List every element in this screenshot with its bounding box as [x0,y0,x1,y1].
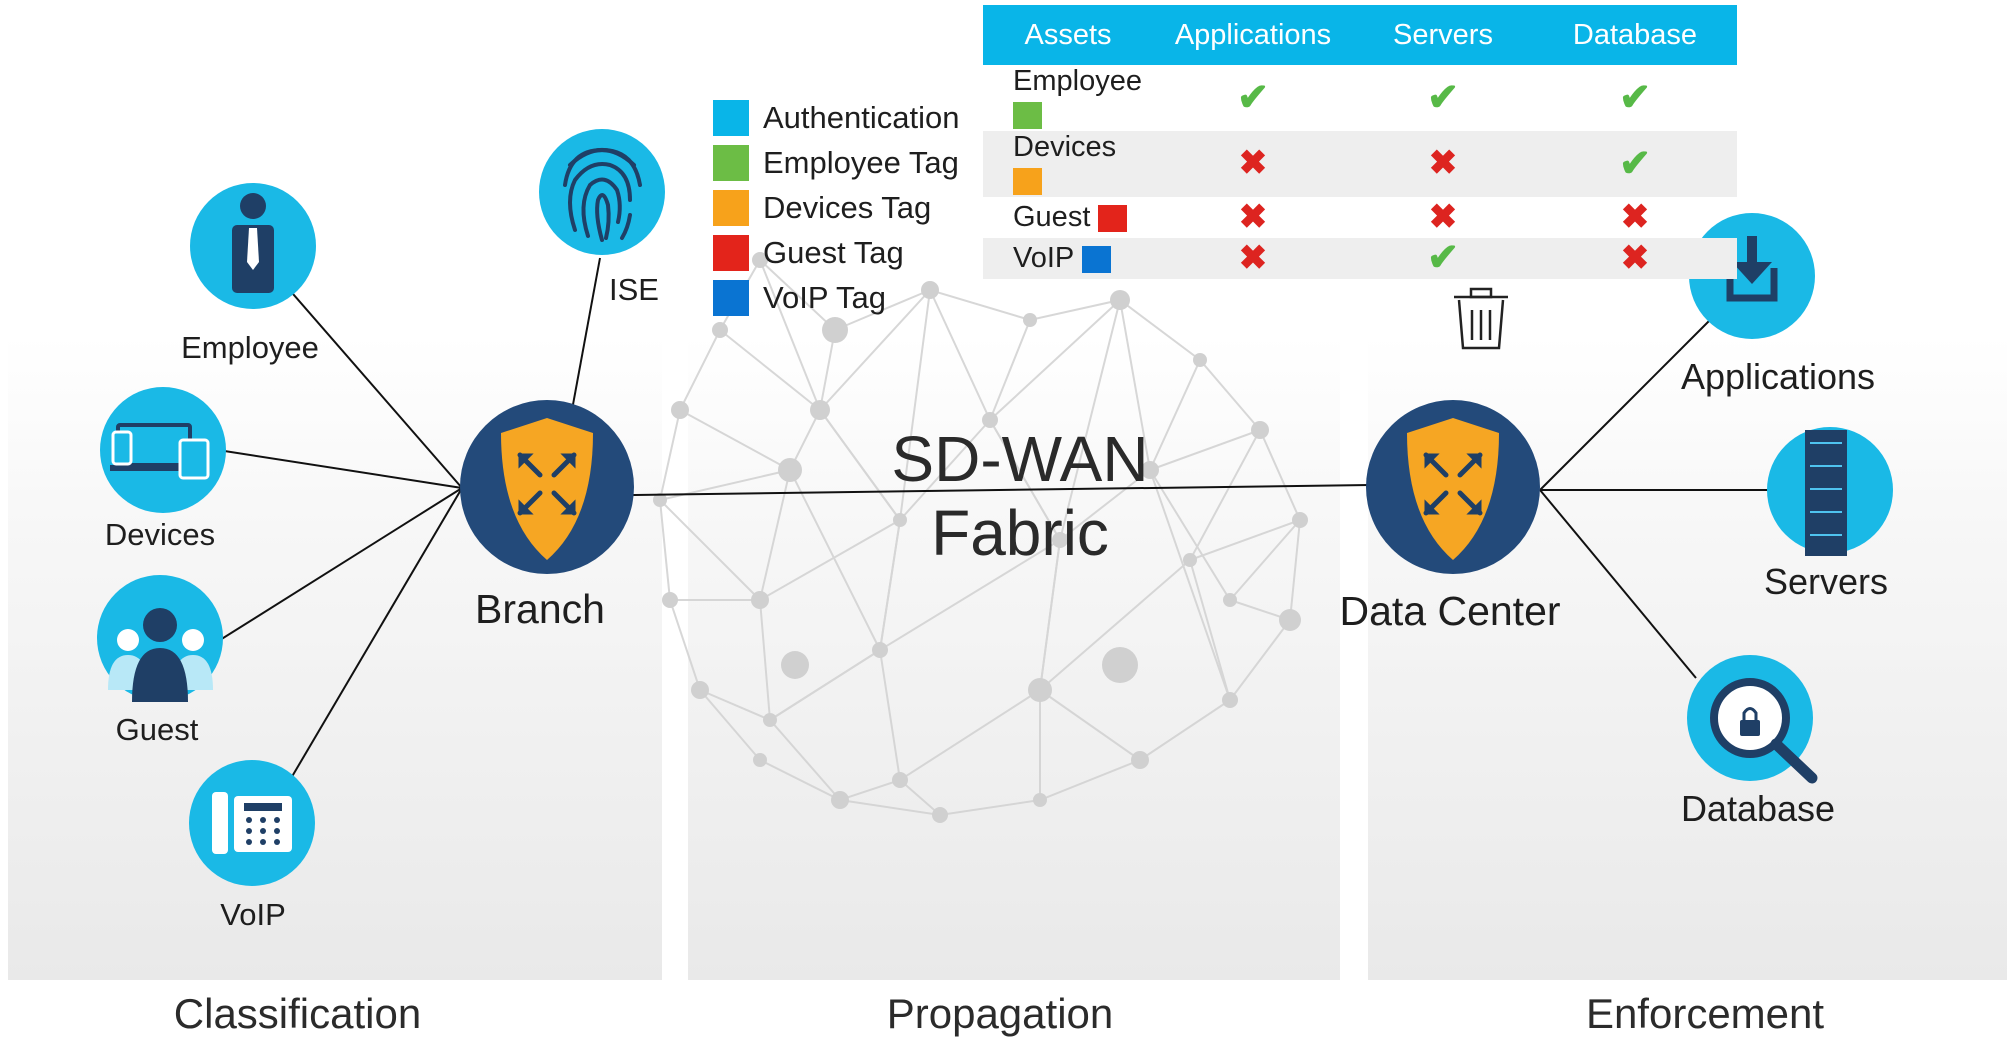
phone-icon [189,760,315,886]
deny-cross-icon: ✖ [1428,197,1458,236]
access-cell: ✔ [1533,65,1737,131]
legend-item-authentication: Authentication [713,95,959,140]
row-name: Guest [1013,201,1091,233]
access-cell: ✖ [1353,197,1533,238]
legend-label: VoIP Tag [763,279,886,315]
router-shield-icon-branch [460,400,634,574]
allow-check-icon: ✔ [1619,76,1651,119]
zone-enforcement-label: Enforcement [1585,990,1825,1037]
matrix-header-applications: Applications [1153,5,1353,65]
branch-label: Branch [475,586,605,632]
server-icon [1767,427,1893,556]
row-name: Devices [1013,131,1117,163]
voip-label: VoIP [220,897,286,932]
access-cell: ✖ [1533,238,1737,279]
matrix-header-database: Database [1533,5,1737,65]
legend-swatch [713,99,749,136]
zone-classification-label: Classification [173,990,422,1037]
fingerprint-icon [539,129,665,255]
matrix-row-devices: Devices ✖ ✖ ✔ [983,131,1737,197]
legend-swatch [713,234,749,271]
tag-legend: Authentication Employee Tag Devices Tag … [713,95,959,320]
legend-label: Devices Tag [763,189,932,225]
trash-icon [1454,287,1508,350]
allow-check-icon: ✔ [1427,76,1459,119]
guest-icon [97,575,223,702]
matrix-header-assets: Assets [983,5,1153,65]
legend-label: Employee Tag [763,144,959,180]
devices-label: Devices [104,517,216,552]
matrix-row-label: Devices [983,131,1153,197]
matrix-row-voip: VoIP ✖ ✔ ✖ [983,238,1737,279]
policy-matrix: Assets Applications Servers Database Emp… [983,5,1737,279]
legend-item-employee-tag: Employee Tag [713,140,959,185]
access-cell: ✖ [1353,131,1533,197]
ise-label: ISE [609,272,659,307]
access-cell: ✔ [1153,65,1353,131]
legend-item-devices-tag: Devices Tag [713,185,959,230]
datacenter-label: Data Center [1339,588,1561,634]
tag-swatch [1081,245,1111,273]
matrix-row-guest: Guest ✖ ✖ ✖ [983,197,1737,238]
fabric-line1: SD-WAN [891,423,1149,495]
legend-label: Authentication [763,99,960,135]
access-cell: ✖ [1153,238,1353,279]
matrix-row-label: Guest [983,197,1153,238]
employee-label: Employee [181,330,319,365]
matrix-row-label: VoIP [983,238,1153,279]
matrix-row-employee: Employee ✔ ✔ ✔ [983,65,1737,131]
fabric-nodes [653,252,1308,823]
fabric-line2: Fabric [931,497,1109,569]
row-name: Employee [1013,65,1142,97]
deny-cross-icon: ✖ [1238,238,1268,277]
deny-cross-icon: ✖ [1238,197,1268,236]
access-cell: ✖ [1533,197,1737,238]
row-name: VoIP [1013,242,1074,274]
servers-label: Servers [1763,561,1889,602]
legend-swatch [713,189,749,226]
router-shield-icon-datacenter [1366,400,1540,574]
access-cell: ✔ [1353,65,1533,131]
matrix-header-servers: Servers [1353,5,1533,65]
tag-swatch [1013,101,1042,129]
zone-propagation-label: Propagation [886,990,1114,1037]
applications-label: Applications [1680,356,1876,397]
legend-item-voip-tag: VoIP Tag [713,275,959,320]
devices-icon [100,387,226,513]
tag-swatch [1013,167,1042,195]
matrix-row-label: Employee [983,65,1153,131]
access-cell: ✖ [1153,131,1353,197]
database-search-icon [1687,655,1818,784]
employee-icon [190,183,316,309]
deny-cross-icon: ✖ [1620,197,1650,236]
legend-label: Guest Tag [763,234,904,270]
tag-swatch [1098,204,1128,232]
deny-cross-icon: ✖ [1620,238,1650,277]
deny-cross-icon: ✖ [1238,144,1268,182]
access-cell: ✔ [1533,131,1737,197]
allow-check-icon: ✔ [1237,76,1269,119]
matrix-header-row: Assets Applications Servers Database [983,5,1737,65]
allow-check-icon: ✔ [1427,237,1459,279]
guest-label: Guest [115,712,199,747]
deny-cross-icon: ✖ [1428,144,1458,182]
allow-check-icon: ✔ [1619,142,1651,185]
database-label: Database [1680,788,1836,829]
access-cell: ✔ [1353,238,1533,279]
legend-item-guest-tag: Guest Tag [713,230,959,275]
legend-swatch [713,144,749,181]
legend-swatch [713,279,749,316]
access-cell: ✖ [1153,197,1353,238]
sdwan-fabric-label: SD-WAN Fabric [870,422,1170,570]
